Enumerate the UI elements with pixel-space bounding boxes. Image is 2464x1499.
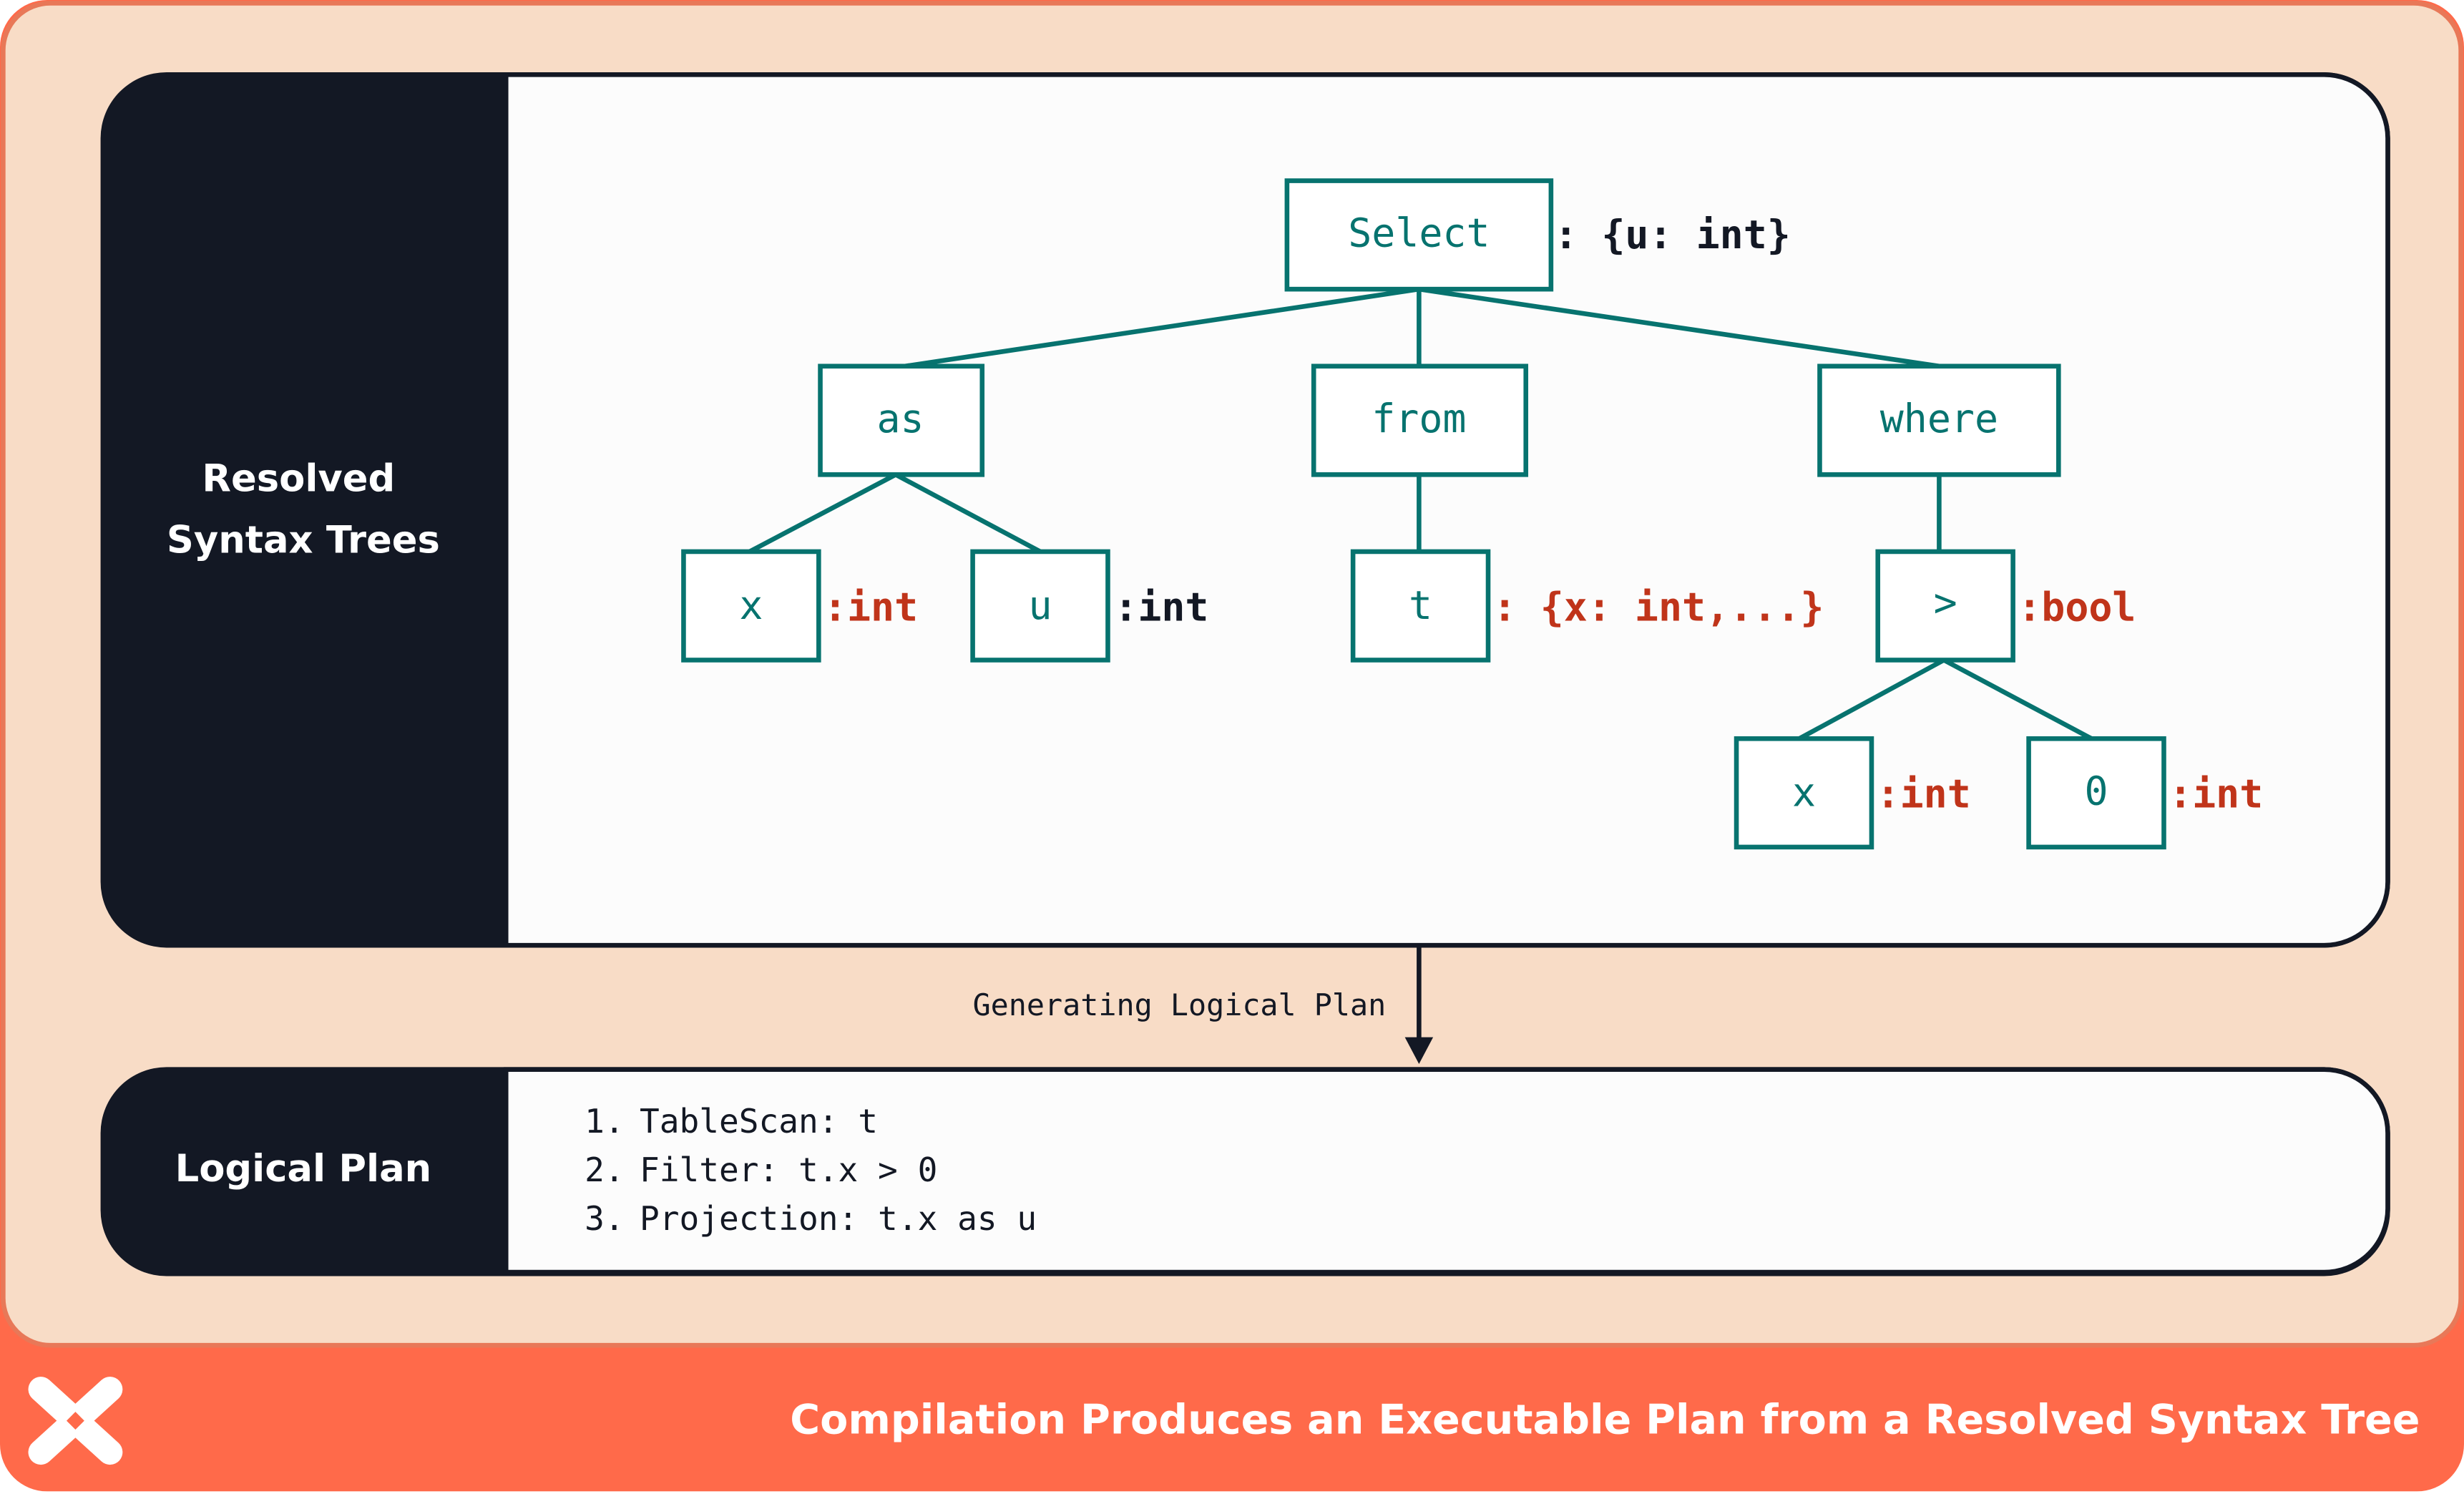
edge (894, 472, 1042, 554)
footer-caption: Compilation Produces an Executable Plan … (790, 1396, 2420, 1443)
node-zero: 0 (2026, 736, 2166, 850)
edge (1418, 286, 1940, 369)
node-where: where (1817, 363, 2061, 477)
type-t: : {x: int,...} (1493, 584, 1824, 630)
edge (904, 286, 1419, 369)
plan-step-3-num: 3. (585, 1199, 625, 1238)
tree-edges (748, 286, 2093, 741)
svg-text:>: > (1934, 580, 1957, 625)
type-x2: :int (1877, 771, 1971, 817)
plan-step-3: Projection: t.x as u (640, 1199, 1037, 1238)
arrow (1404, 947, 1434, 1064)
type-zero: :int (2169, 771, 2263, 817)
node-gt: > (1875, 549, 2015, 663)
plan-step-2: Filter: t.x > 0 (640, 1151, 937, 1189)
panel-label-line2: Syntax Trees (167, 518, 440, 562)
dbt-logo-icon (28, 1377, 123, 1465)
edge (1942, 658, 2093, 741)
svg-text:u: u (1029, 582, 1052, 628)
type-gt: :bool (2018, 584, 2136, 630)
type-select: : {u: int} (1554, 212, 1791, 258)
node-select: Select (1284, 178, 1554, 292)
svg-text:from: from (1372, 396, 1466, 441)
arrow-label: Generating Logical Plan (973, 987, 1387, 1022)
svg-text:x: x (739, 582, 763, 628)
svg-text:x: x (1792, 770, 1816, 816)
logical-plan-label: Logical Plan (175, 1147, 432, 1191)
type-x: :int (823, 584, 918, 630)
type-u: :int (1114, 584, 1208, 630)
plan-step-2-num: 2. (585, 1151, 625, 1189)
edge (748, 472, 897, 554)
panel-label-line1: Resolved (202, 457, 395, 501)
logical-plan-panel: Logical Plan (100, 1067, 2390, 1276)
node-as: as (818, 363, 985, 477)
svg-text:as: as (876, 396, 924, 441)
svg-text:t: t (1409, 582, 1432, 628)
node-from: from (1311, 363, 1529, 477)
node-x2: x (1734, 736, 1874, 850)
plan-step-1-num: 1. (585, 1102, 625, 1141)
svg-text:0: 0 (2085, 768, 2108, 814)
svg-text:where: where (1880, 396, 1998, 441)
node-t: t (1350, 549, 1491, 663)
node-u: u (970, 549, 1110, 663)
svg-text:Select: Select (1348, 210, 1490, 256)
edge (1798, 658, 1945, 741)
plan-step-1: TableScan: t (640, 1102, 878, 1141)
node-x: x (681, 549, 821, 663)
